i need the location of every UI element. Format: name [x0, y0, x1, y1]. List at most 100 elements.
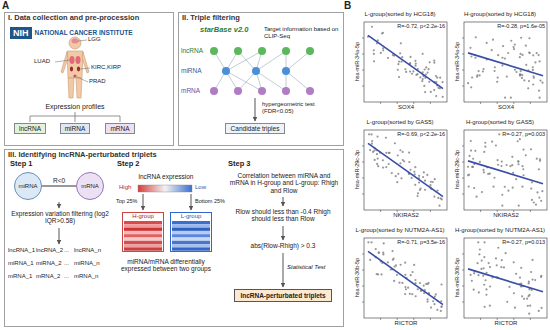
- data-point: [414, 279, 416, 281]
- data-point: [519, 56, 521, 58]
- y-axis-label: hsa-miR-30b-5p: [454, 238, 461, 318]
- data-point: [496, 264, 498, 266]
- data-point: [397, 173, 399, 175]
- data-point: [472, 166, 474, 168]
- data-point: [483, 284, 485, 286]
- data-point: [540, 200, 542, 202]
- data-point: [528, 52, 530, 54]
- data-point: [482, 275, 484, 277]
- axis-tick: [380, 210, 381, 212]
- data-point: [538, 168, 540, 170]
- data-point: [411, 293, 413, 295]
- data-point: [400, 177, 402, 179]
- axis-tick: [397, 210, 398, 212]
- plot-title: L-group(sorted by GAS5): [352, 119, 448, 126]
- data-point: [539, 160, 541, 162]
- data-point: [409, 56, 411, 58]
- group-label: H-group: [123, 213, 163, 220]
- step-heading: Step 1: [10, 160, 33, 169]
- data-point: [409, 70, 411, 72]
- data-point: [370, 133, 372, 135]
- axis-tick: [362, 70, 364, 71]
- data-point: [388, 152, 390, 154]
- data-point: [423, 85, 425, 87]
- stage-panel: II. Triple filteringstarBase v2.0Candida…: [178, 12, 344, 146]
- heatmap-row: [172, 231, 210, 234]
- axis-tick: [462, 146, 464, 147]
- data-point: [434, 178, 436, 180]
- data-point: [415, 295, 417, 297]
- data-point: [411, 73, 413, 75]
- data-point: [517, 160, 519, 162]
- plot-title: H-group(sorted by NUTM2A-AS1): [452, 227, 548, 234]
- data-point: [414, 65, 416, 67]
- panel-heading: I. Data collection and pre-procession: [4, 12, 174, 25]
- regression-line: [468, 269, 543, 292]
- list-item: lncRNA_n: [74, 247, 101, 254]
- data-point: [534, 279, 536, 281]
- data-point: [426, 298, 428, 300]
- data-point: [427, 71, 429, 73]
- data-point: [385, 137, 387, 139]
- step-note: Statistical Test: [287, 264, 325, 271]
- data-point: [430, 306, 432, 308]
- data-point: [530, 148, 532, 150]
- data-point: [528, 281, 530, 283]
- data-point: [478, 291, 480, 293]
- data-point: [470, 55, 472, 57]
- data-point: [504, 58, 506, 60]
- data-point: [371, 140, 373, 142]
- data-point: [467, 82, 469, 84]
- flow-arrow: [143, 194, 144, 210]
- database-logo: starBase v2.0: [200, 26, 248, 35]
- data-point: [483, 171, 485, 173]
- heatmap-row: [172, 238, 210, 241]
- group-note: Top 25%: [116, 198, 137, 204]
- axis-tick: [462, 54, 464, 55]
- data-point: [398, 282, 400, 284]
- network-link: [286, 71, 310, 91]
- data-point: [427, 300, 429, 302]
- organ-lung: [70, 56, 75, 64]
- data-point: [520, 267, 522, 269]
- data-point: [423, 171, 425, 173]
- plot-frame: [364, 130, 447, 210]
- data-point: [410, 274, 412, 276]
- data-point: [501, 194, 503, 196]
- data-point: [520, 70, 522, 72]
- data-point: [387, 261, 389, 263]
- data-point: [538, 196, 540, 198]
- mrna-dot: [234, 87, 242, 95]
- data-point: [497, 164, 499, 166]
- data-point: [442, 96, 444, 98]
- axis-tick: [480, 318, 481, 320]
- data-point: [501, 205, 503, 207]
- data-point: [532, 69, 534, 71]
- flow-arrow: [59, 228, 60, 244]
- data-point: [472, 158, 474, 160]
- data-point: [512, 46, 514, 48]
- group-box: L-group: [170, 212, 212, 252]
- data-point: [424, 189, 426, 191]
- axis-tick: [462, 178, 464, 179]
- box-label: lncRNA-perturbated triplets: [240, 292, 325, 299]
- data-point: [373, 49, 375, 51]
- row-label: miRNA: [181, 67, 202, 74]
- data-point: [504, 186, 506, 188]
- correlation-stat: R=-0.27, p=0.013: [501, 239, 546, 245]
- data-point: [483, 267, 485, 269]
- data-point: [539, 79, 541, 81]
- axis-tick: [362, 178, 364, 179]
- mirna-dot: [252, 67, 260, 75]
- data-point: [528, 80, 530, 82]
- axis-tick: [362, 302, 364, 303]
- data-point: [405, 288, 407, 290]
- data-point: [515, 273, 517, 275]
- data-point: [400, 61, 402, 63]
- flow-arrow: [255, 98, 256, 121]
- data-point: [484, 146, 486, 148]
- circle-label: miRNA: [19, 183, 38, 190]
- axis-tick: [497, 210, 498, 212]
- data-point: [506, 75, 508, 77]
